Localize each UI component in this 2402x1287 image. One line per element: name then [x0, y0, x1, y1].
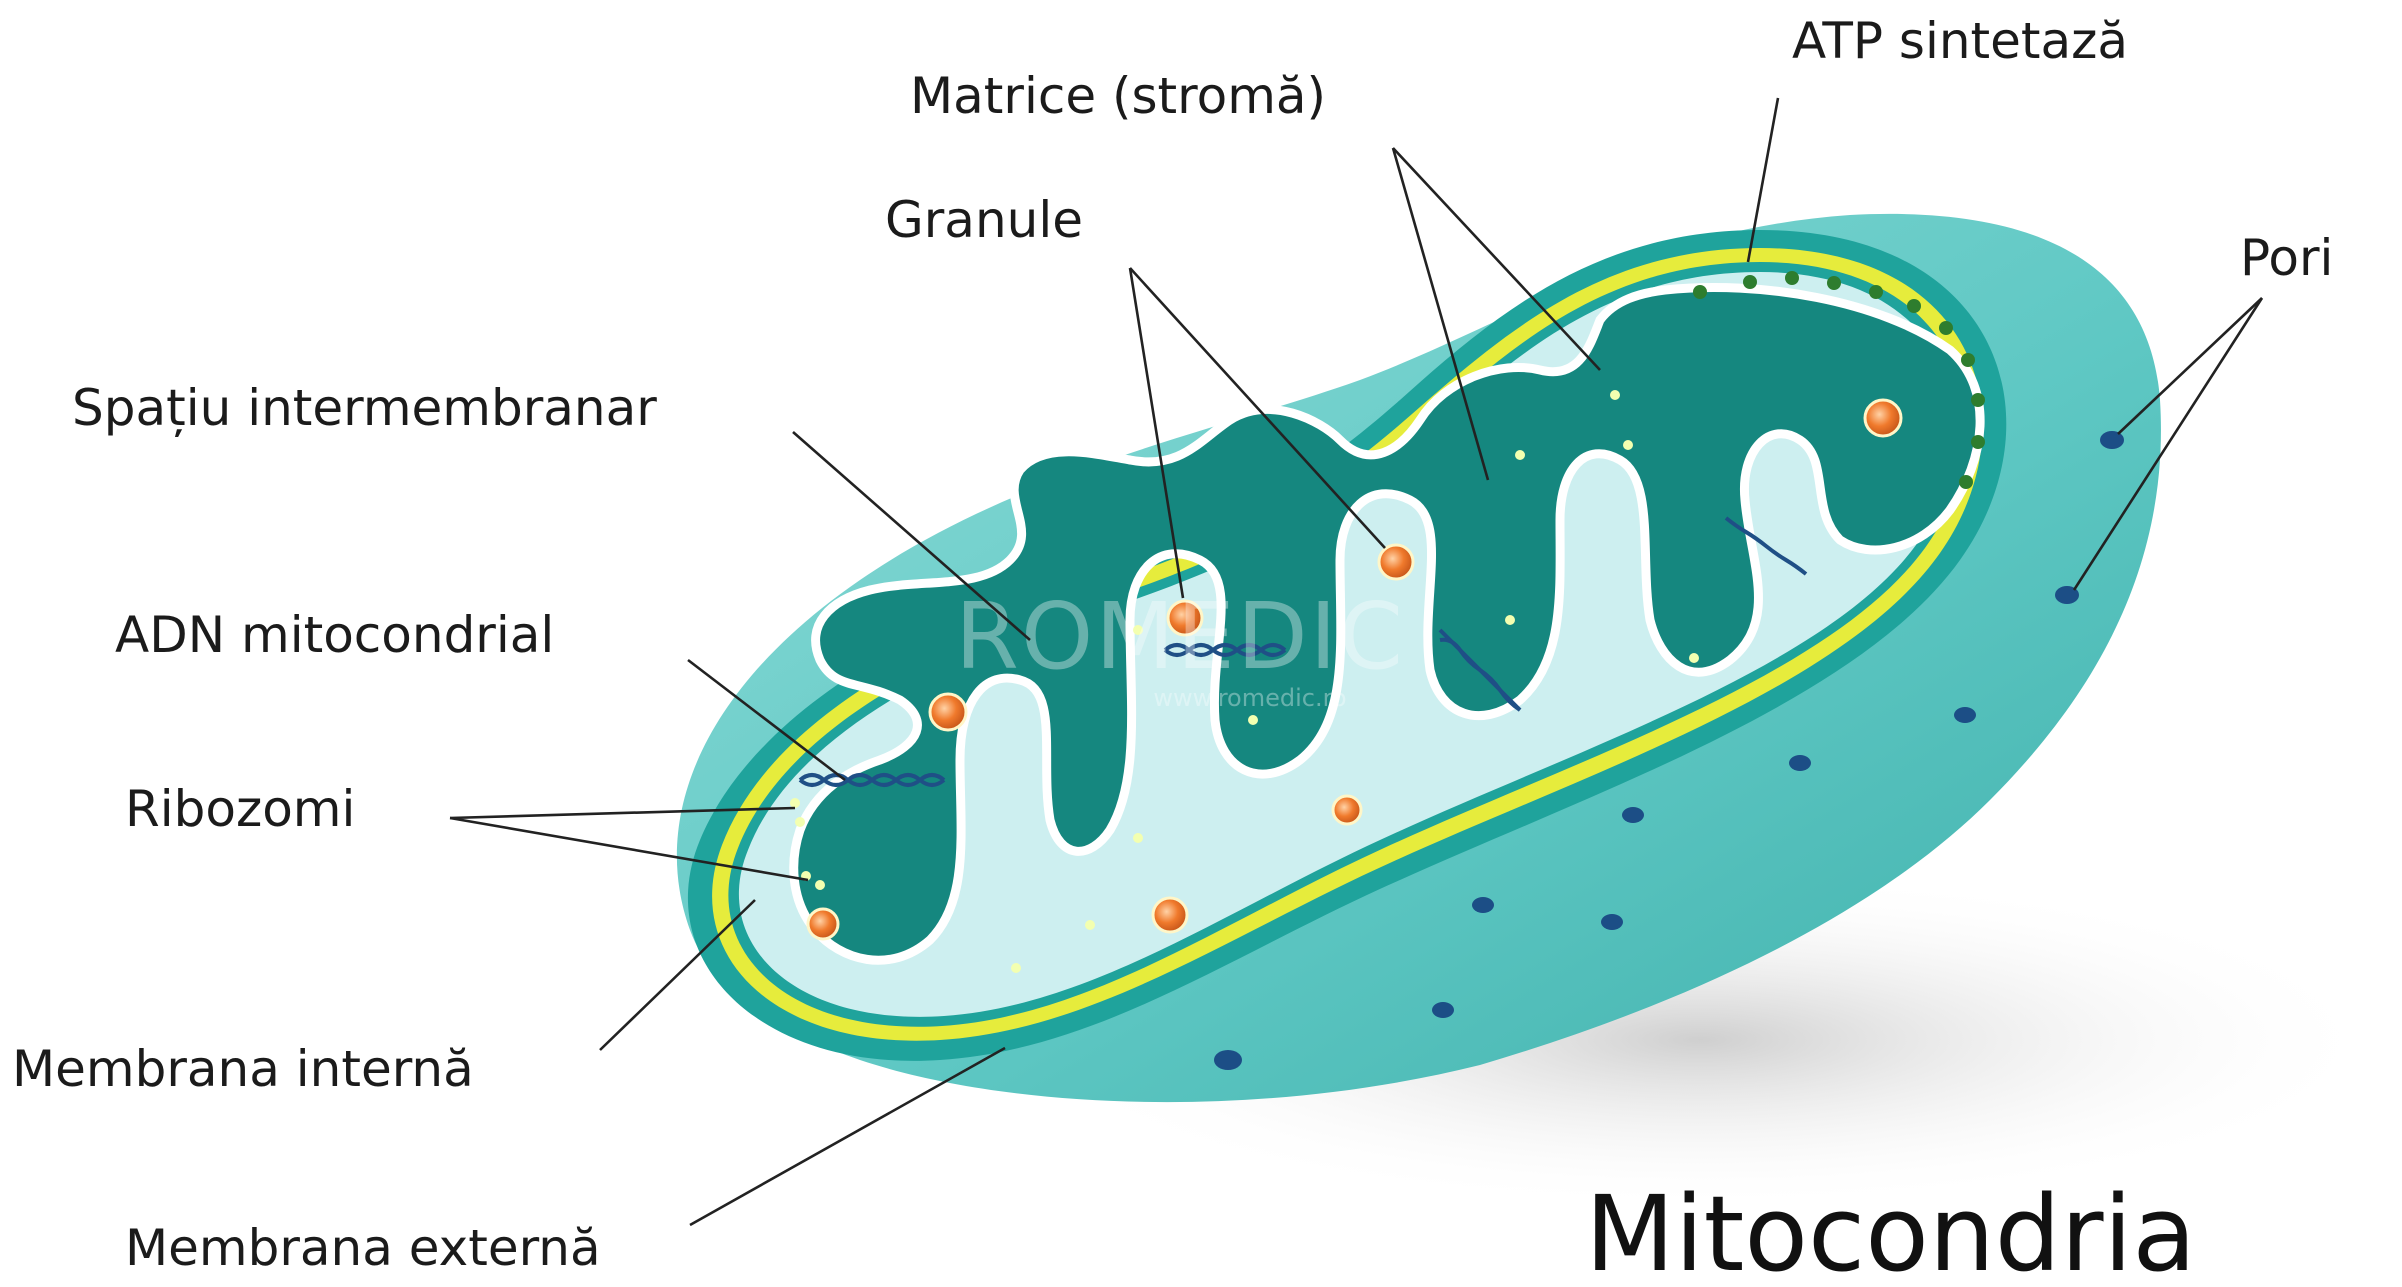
- pore: [1214, 1050, 1242, 1070]
- pore: [1789, 755, 1811, 771]
- atp-synthase: [1961, 353, 1975, 367]
- pore: [1622, 807, 1644, 823]
- ribosome: [1248, 715, 1258, 725]
- atp-synthase: [1959, 475, 1973, 489]
- ribosome: [1505, 615, 1515, 625]
- pore: [1954, 707, 1976, 723]
- ribosome: [815, 880, 825, 890]
- ribosome: [1515, 450, 1525, 460]
- label-pores: Pori: [2240, 229, 2333, 287]
- label-ribosomes: Ribozomi: [125, 780, 355, 838]
- granule: [1333, 796, 1361, 824]
- granule: [930, 694, 966, 730]
- atp-synthase: [1869, 285, 1883, 299]
- ribosome: [795, 817, 805, 827]
- granule: [1379, 545, 1413, 579]
- label-outer-membrane: Membrana externă: [125, 1219, 601, 1277]
- label-inner-membrane: Membrana internă: [12, 1040, 474, 1098]
- label-intermembrane-space: Spațiu intermembranar: [72, 379, 657, 437]
- leader-outer-membrane: [690, 1048, 1005, 1225]
- label-mitochondrial-dna: ADN mitocondrial: [115, 606, 554, 664]
- watermark-brand: ROMEDIC: [955, 583, 1405, 690]
- ribosome: [1011, 963, 1021, 973]
- label-granules: Granule: [885, 191, 1083, 249]
- atp-synthase: [1785, 271, 1799, 285]
- granule: [808, 909, 838, 939]
- pore: [1601, 914, 1623, 930]
- pore: [1432, 1002, 1454, 1018]
- ribosome: [790, 798, 800, 808]
- atp-synthase: [1939, 321, 1953, 335]
- label-matrix: Matrice (stromă): [910, 67, 1326, 125]
- atp-synthase: [1971, 393, 1985, 407]
- label-atp-synthase: ATP sintetază: [1792, 12, 2128, 70]
- ribosome: [1133, 833, 1143, 843]
- pore: [1472, 897, 1494, 913]
- atp-synthase: [1827, 276, 1841, 290]
- ribosome: [1689, 653, 1699, 663]
- granule: [1153, 898, 1187, 932]
- ribosome: [1623, 440, 1633, 450]
- atp-synthase: [1693, 285, 1707, 299]
- watermark-site: www.romedic.ro: [1153, 684, 1346, 712]
- ribosome: [1610, 390, 1620, 400]
- ribosome: [1085, 920, 1095, 930]
- granule: [1865, 400, 1901, 436]
- atp-synthase: [1743, 275, 1757, 289]
- pore: [2100, 431, 2124, 449]
- atp-synthase: [1971, 435, 1985, 449]
- atp-synthase: [1907, 299, 1921, 313]
- diagram-title: Mitocondria: [1585, 1173, 2196, 1287]
